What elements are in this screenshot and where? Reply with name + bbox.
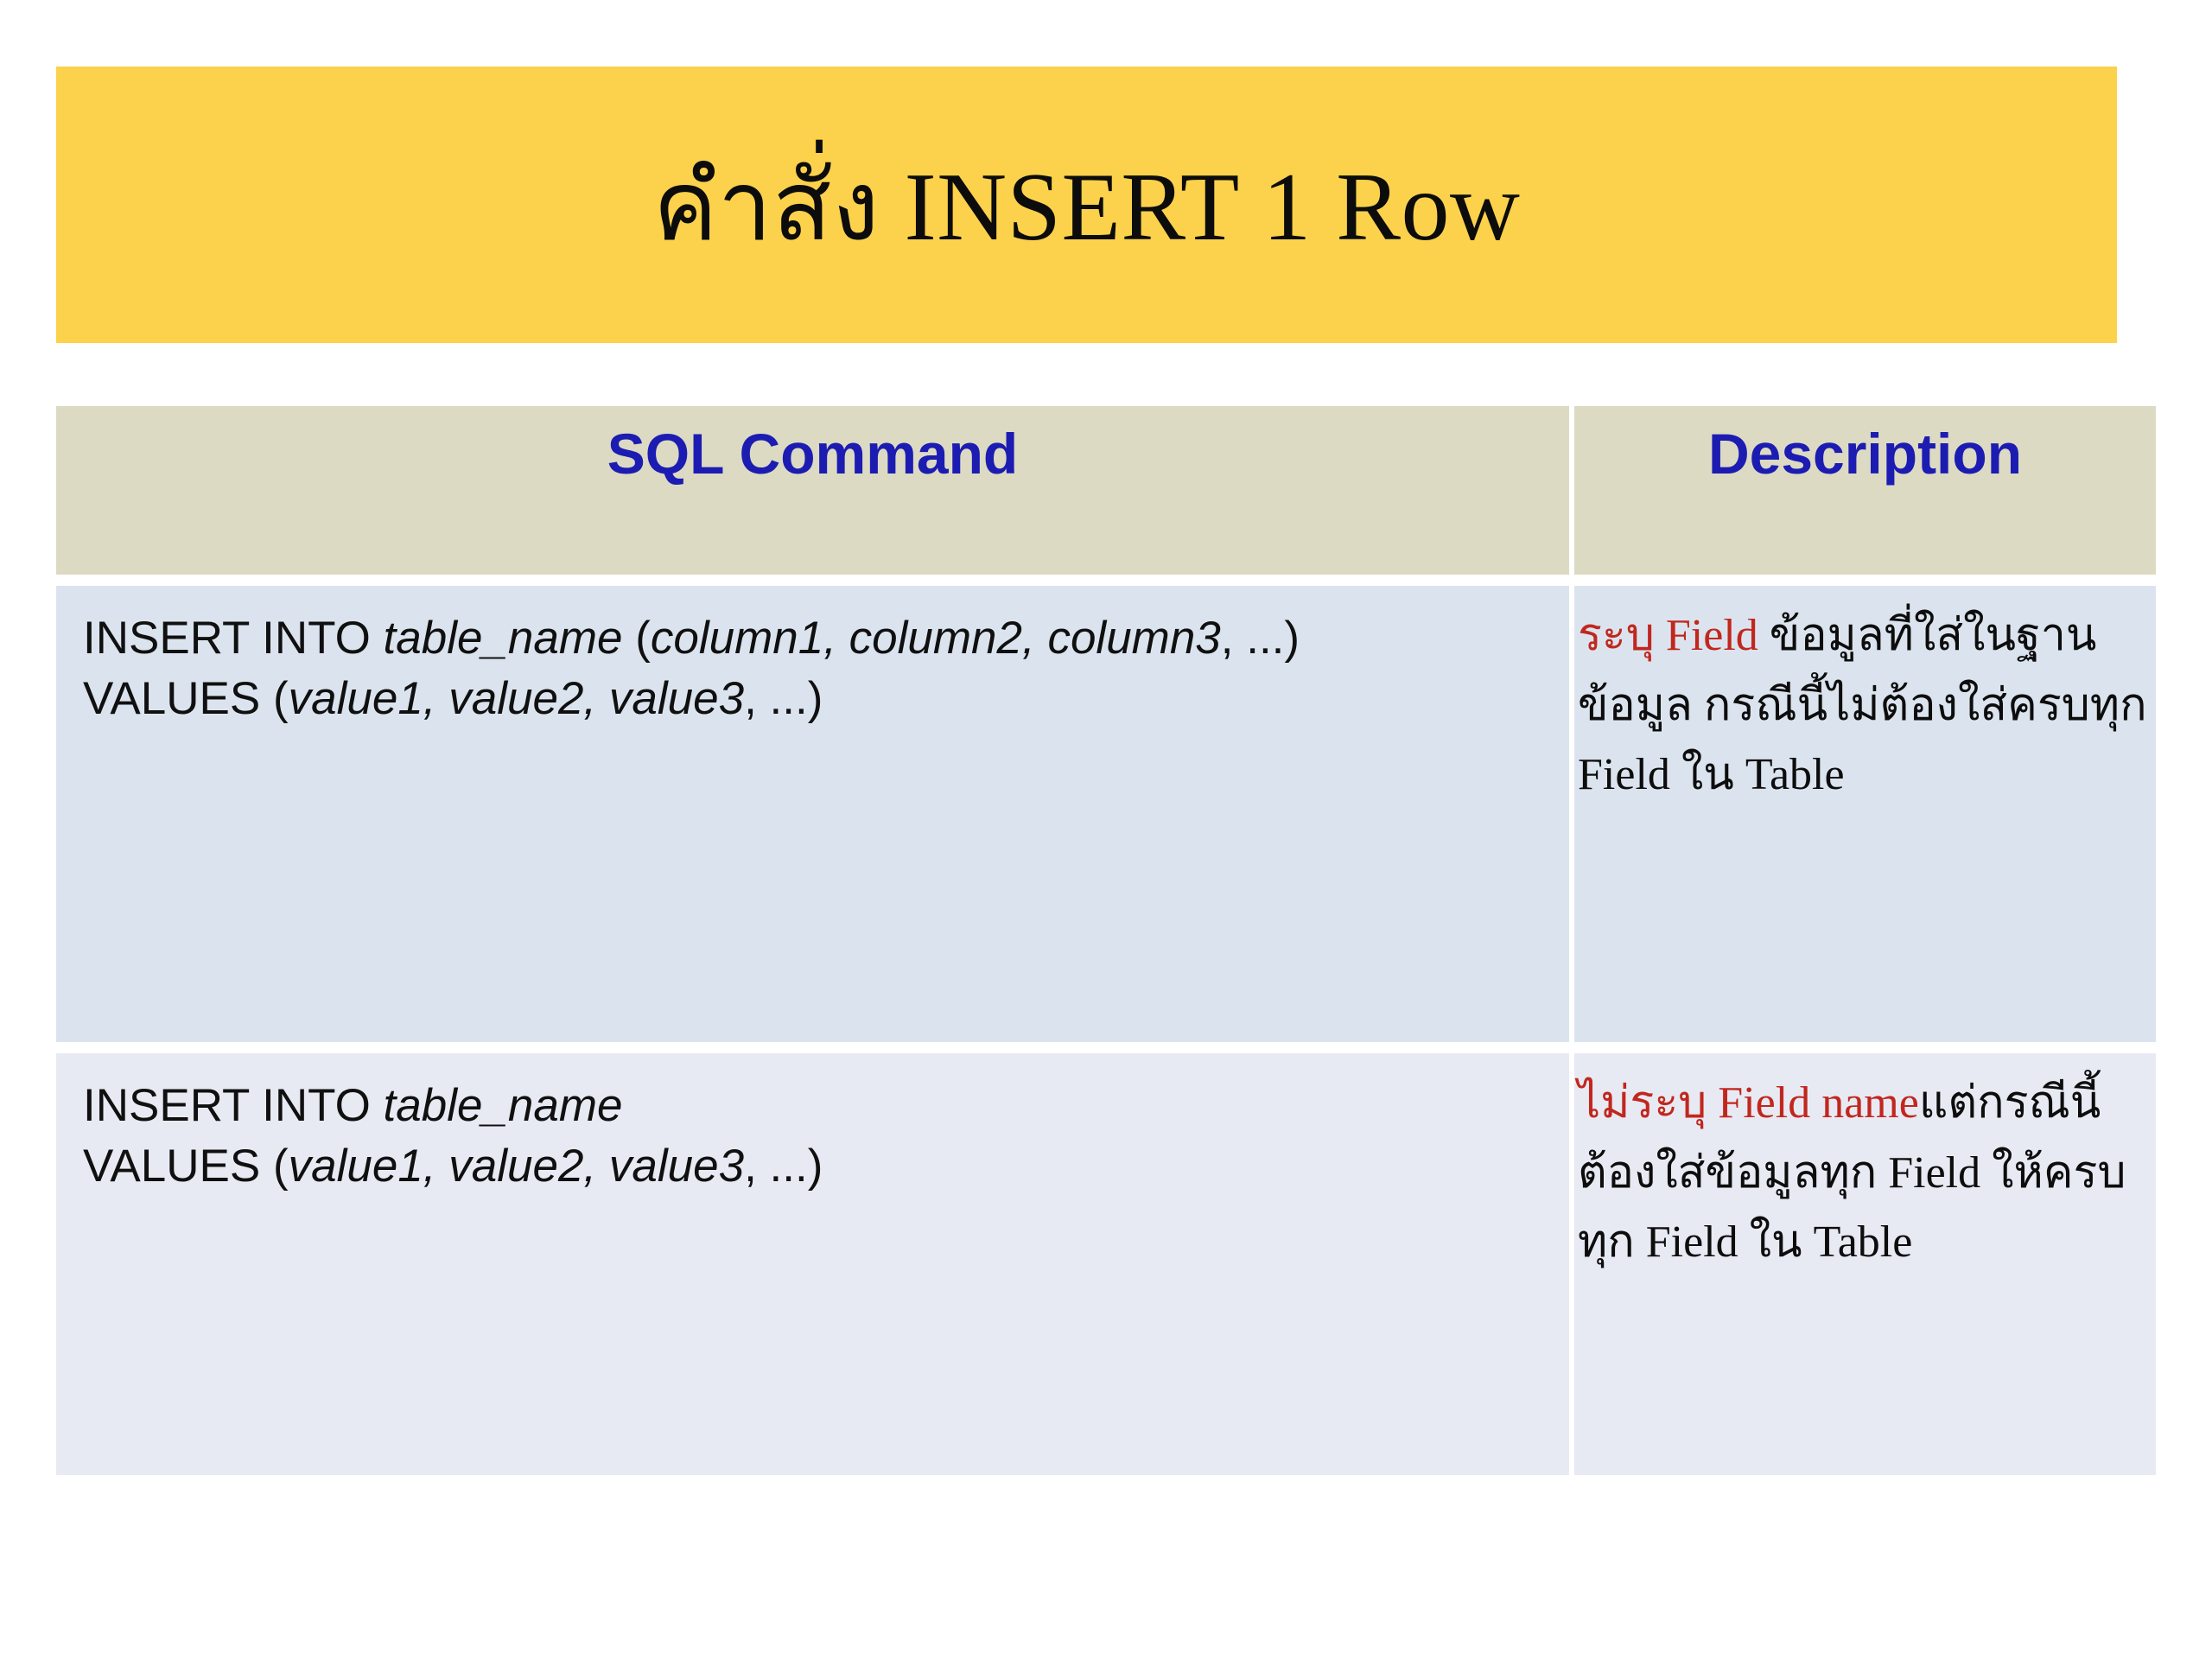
description-body: ข้อมูลที่ใส่ในฐานข้อมูล กรณีนี้ไม่ต้องใส… bbox=[1578, 611, 2147, 800]
sql-values-close: , ...) bbox=[744, 673, 823, 725]
cell-sql-command: INSERT INTO table_name VALUES (value1, v… bbox=[56, 1053, 1569, 1475]
sql-keyword-values: VALUES ( bbox=[83, 1141, 289, 1192]
sql-command-line-2: VALUES (value1, value2, value3, ...) bbox=[83, 1136, 1569, 1197]
description-body: แต่กรณีนี้ต้องใส่ข้อมูลทุก Field ให้ครบท… bbox=[1578, 1078, 2126, 1268]
sql-placeholder-columns: column1, column2, column3 bbox=[650, 613, 1221, 664]
sql-paren-open: ( bbox=[622, 613, 651, 664]
column-header-description-label: Description bbox=[1707, 422, 2023, 486]
page-title: คำสั่ง INSERT 1 Row bbox=[652, 154, 1521, 262]
column-header-sql-command-label: SQL Command bbox=[607, 422, 1019, 486]
sql-command-line-1: INSERT INTO table_name (column1, column2… bbox=[83, 608, 1569, 669]
cell-sql-command: INSERT INTO table_name (column1, column2… bbox=[56, 586, 1569, 1042]
sql-placeholder-table-name: table_name bbox=[383, 613, 623, 664]
sql-keyword-insert-into: INSERT INTO bbox=[83, 613, 384, 664]
sql-command-line-1: INSERT INTO table_name bbox=[83, 1076, 1569, 1136]
description-highlight: ระบุ Field bbox=[1578, 611, 1758, 660]
description-highlight: ไม่ระบุ Field name bbox=[1578, 1078, 1919, 1128]
column-header-description: Description bbox=[1574, 406, 2156, 575]
row-divider bbox=[56, 1042, 2156, 1053]
cell-description: ไม่ระบุ Field nameแต่กรณีนี้ต้องใส่ข้อมู… bbox=[1574, 1053, 2156, 1475]
column-header-sql-command: SQL Command bbox=[56, 406, 1569, 575]
sql-command-table: SQL Command Description INSERT INTO tabl… bbox=[56, 406, 2156, 1475]
description-text: ไม่ระบุ Field nameแต่กรณีนี้ต้องใส่ข้อมู… bbox=[1578, 1069, 2147, 1278]
row-divider bbox=[56, 575, 2156, 586]
sql-ellipsis-close: , ...) bbox=[1220, 613, 1300, 664]
cell-description: ระบุ Field ข้อมูลที่ใส่ในฐานข้อมูล กรณีน… bbox=[1574, 586, 2156, 1042]
table-row: INSERT INTO table_name (column1, column2… bbox=[56, 586, 2156, 1042]
sql-placeholder-values: value1, value2, value3 bbox=[288, 1141, 745, 1192]
title-banner: คำสั่ง INSERT 1 Row bbox=[56, 67, 2117, 343]
sql-keyword-values: VALUES ( bbox=[83, 673, 289, 725]
sql-command-line-2: VALUES (value1, value2, value3, ...) bbox=[83, 669, 1569, 729]
table-header-row: SQL Command Description bbox=[56, 406, 2156, 575]
sql-placeholder-values: value1, value2, value3 bbox=[288, 673, 745, 725]
sql-values-close: , ...) bbox=[744, 1141, 823, 1192]
sql-keyword-insert-into: INSERT INTO bbox=[83, 1080, 384, 1131]
description-text: ระบุ Field ข้อมูลที่ใส่ในฐานข้อมูล กรณีน… bbox=[1578, 601, 2147, 810]
table-row: INSERT INTO table_name VALUES (value1, v… bbox=[56, 1053, 2156, 1475]
sql-placeholder-table-name: table_name bbox=[383, 1080, 623, 1131]
